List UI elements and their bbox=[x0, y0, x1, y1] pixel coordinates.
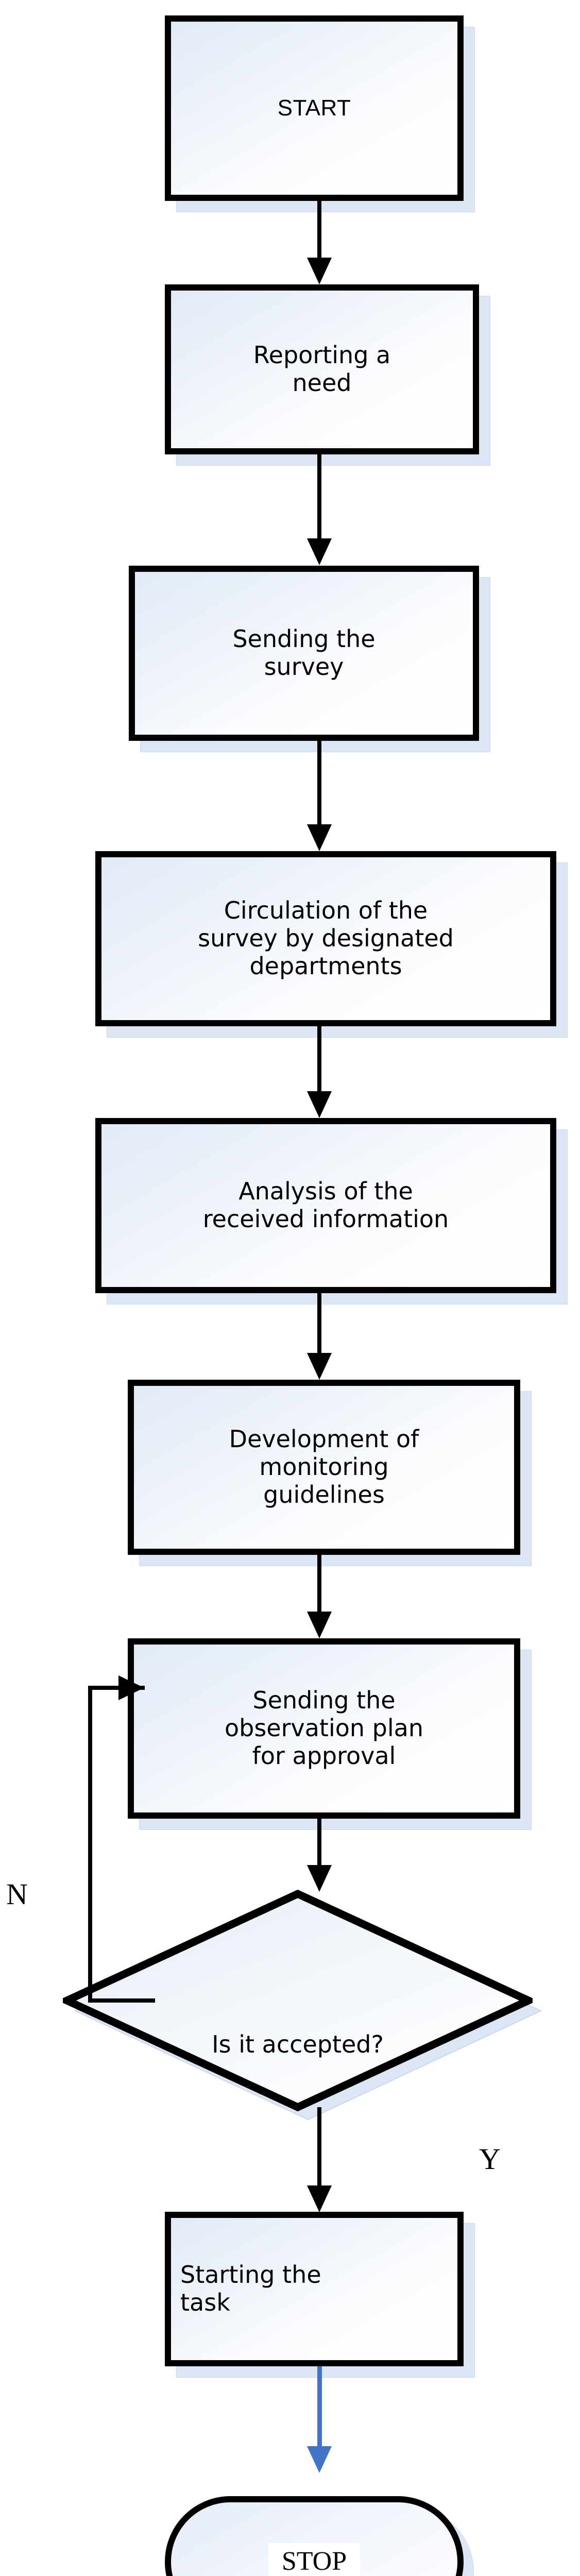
arrowhead-analysis-to-development bbox=[307, 1353, 332, 1380]
node-body: Development of monitoring guidelines bbox=[128, 1380, 520, 1555]
arrowhead-circulation-to-analysis bbox=[307, 1091, 332, 1118]
node-develop-guidelines[interactable]: Development of monitoring guidelines bbox=[128, 1380, 532, 1566]
node-start[interactable]: START bbox=[165, 15, 475, 212]
node-start-task[interactable]: Starting the task bbox=[165, 2212, 475, 2378]
arrowhead-report-to-survey bbox=[307, 538, 332, 565]
connector-no-horizontal-out bbox=[88, 1998, 155, 2003]
arrowhead-task-to-stop bbox=[307, 2446, 332, 2473]
node-body: Sending the observation plan for approva… bbox=[128, 1638, 520, 1819]
connector-analysis-to-development bbox=[317, 1293, 321, 1358]
node-send-survey[interactable]: Sending the survey bbox=[129, 566, 490, 752]
node-body: Starting the task bbox=[165, 2212, 464, 2366]
node-report-need[interactable]: Reporting a need bbox=[165, 284, 490, 466]
connector-survey-to-circulation bbox=[317, 741, 321, 828]
connector-start-to-report bbox=[317, 201, 321, 263]
node-circulate-survey[interactable]: Circulation of the survey by designated … bbox=[95, 851, 568, 1038]
node-decision-accepted[interactable]: Is it accepted? bbox=[63, 1890, 542, 2121]
node-label-circulate-survey: Circulation of the survey by designated … bbox=[198, 896, 454, 980]
connector-plan-to-decision bbox=[317, 1819, 321, 1880]
arrowhead-development-to-plan bbox=[307, 1612, 332, 1638]
connector-development-to-plan bbox=[317, 1555, 321, 1617]
node-label-analyze-info: Analysis of the received information bbox=[202, 1177, 449, 1233]
connector-task-to-stop bbox=[317, 2366, 322, 2462]
node-send-plan[interactable]: Sending the observation plan for approva… bbox=[128, 1638, 532, 1830]
connector-circulation-to-analysis bbox=[317, 1026, 321, 1096]
connector-no-horizontal-in bbox=[88, 1686, 145, 1690]
node-label-report-need: Reporting a need bbox=[253, 341, 391, 397]
arrowhead-plan-to-decision bbox=[307, 1865, 332, 1892]
arrowhead-yes-to-task bbox=[307, 2185, 332, 2212]
node-label-develop-guidelines: Development of monitoring guidelines bbox=[229, 1425, 419, 1509]
arrowhead-no-into-plan bbox=[118, 1675, 144, 1700]
node-label-send-plan: Sending the observation plan for approva… bbox=[225, 1686, 423, 1770]
node-label-start: START bbox=[277, 95, 351, 121]
branch-label-no: N bbox=[6, 1877, 28, 1911]
arrowhead-survey-to-circulation bbox=[307, 824, 332, 851]
branch-label-yes: Y bbox=[479, 2142, 501, 2176]
arrowhead-start-to-report bbox=[307, 258, 332, 284]
connector-report-to-survey bbox=[317, 454, 321, 545]
node-body: Circulation of the survey by designated … bbox=[95, 851, 556, 1026]
node-label-send-survey: Sending the survey bbox=[232, 625, 376, 681]
node-body: Analysis of the received information bbox=[95, 1118, 556, 1293]
connector-no-vertical-up bbox=[88, 1686, 92, 2003]
node-label-stop: STOP bbox=[268, 2543, 361, 2576]
node-stop[interactable]: STOP bbox=[165, 2496, 474, 2576]
node-label-decision-accepted: Is it accepted? bbox=[212, 2030, 384, 2058]
diamond-body bbox=[63, 1890, 533, 2111]
node-label-start-task: Starting the task bbox=[180, 2261, 321, 2316]
node-body: Sending the survey bbox=[129, 566, 479, 741]
node-body: STOP bbox=[165, 2496, 464, 2576]
connector-yes-to-task bbox=[317, 2107, 321, 2190]
node-body: Reporting a need bbox=[165, 284, 479, 454]
node-analyze-info[interactable]: Analysis of the received information bbox=[95, 1118, 568, 1304]
node-body: START bbox=[165, 15, 464, 201]
